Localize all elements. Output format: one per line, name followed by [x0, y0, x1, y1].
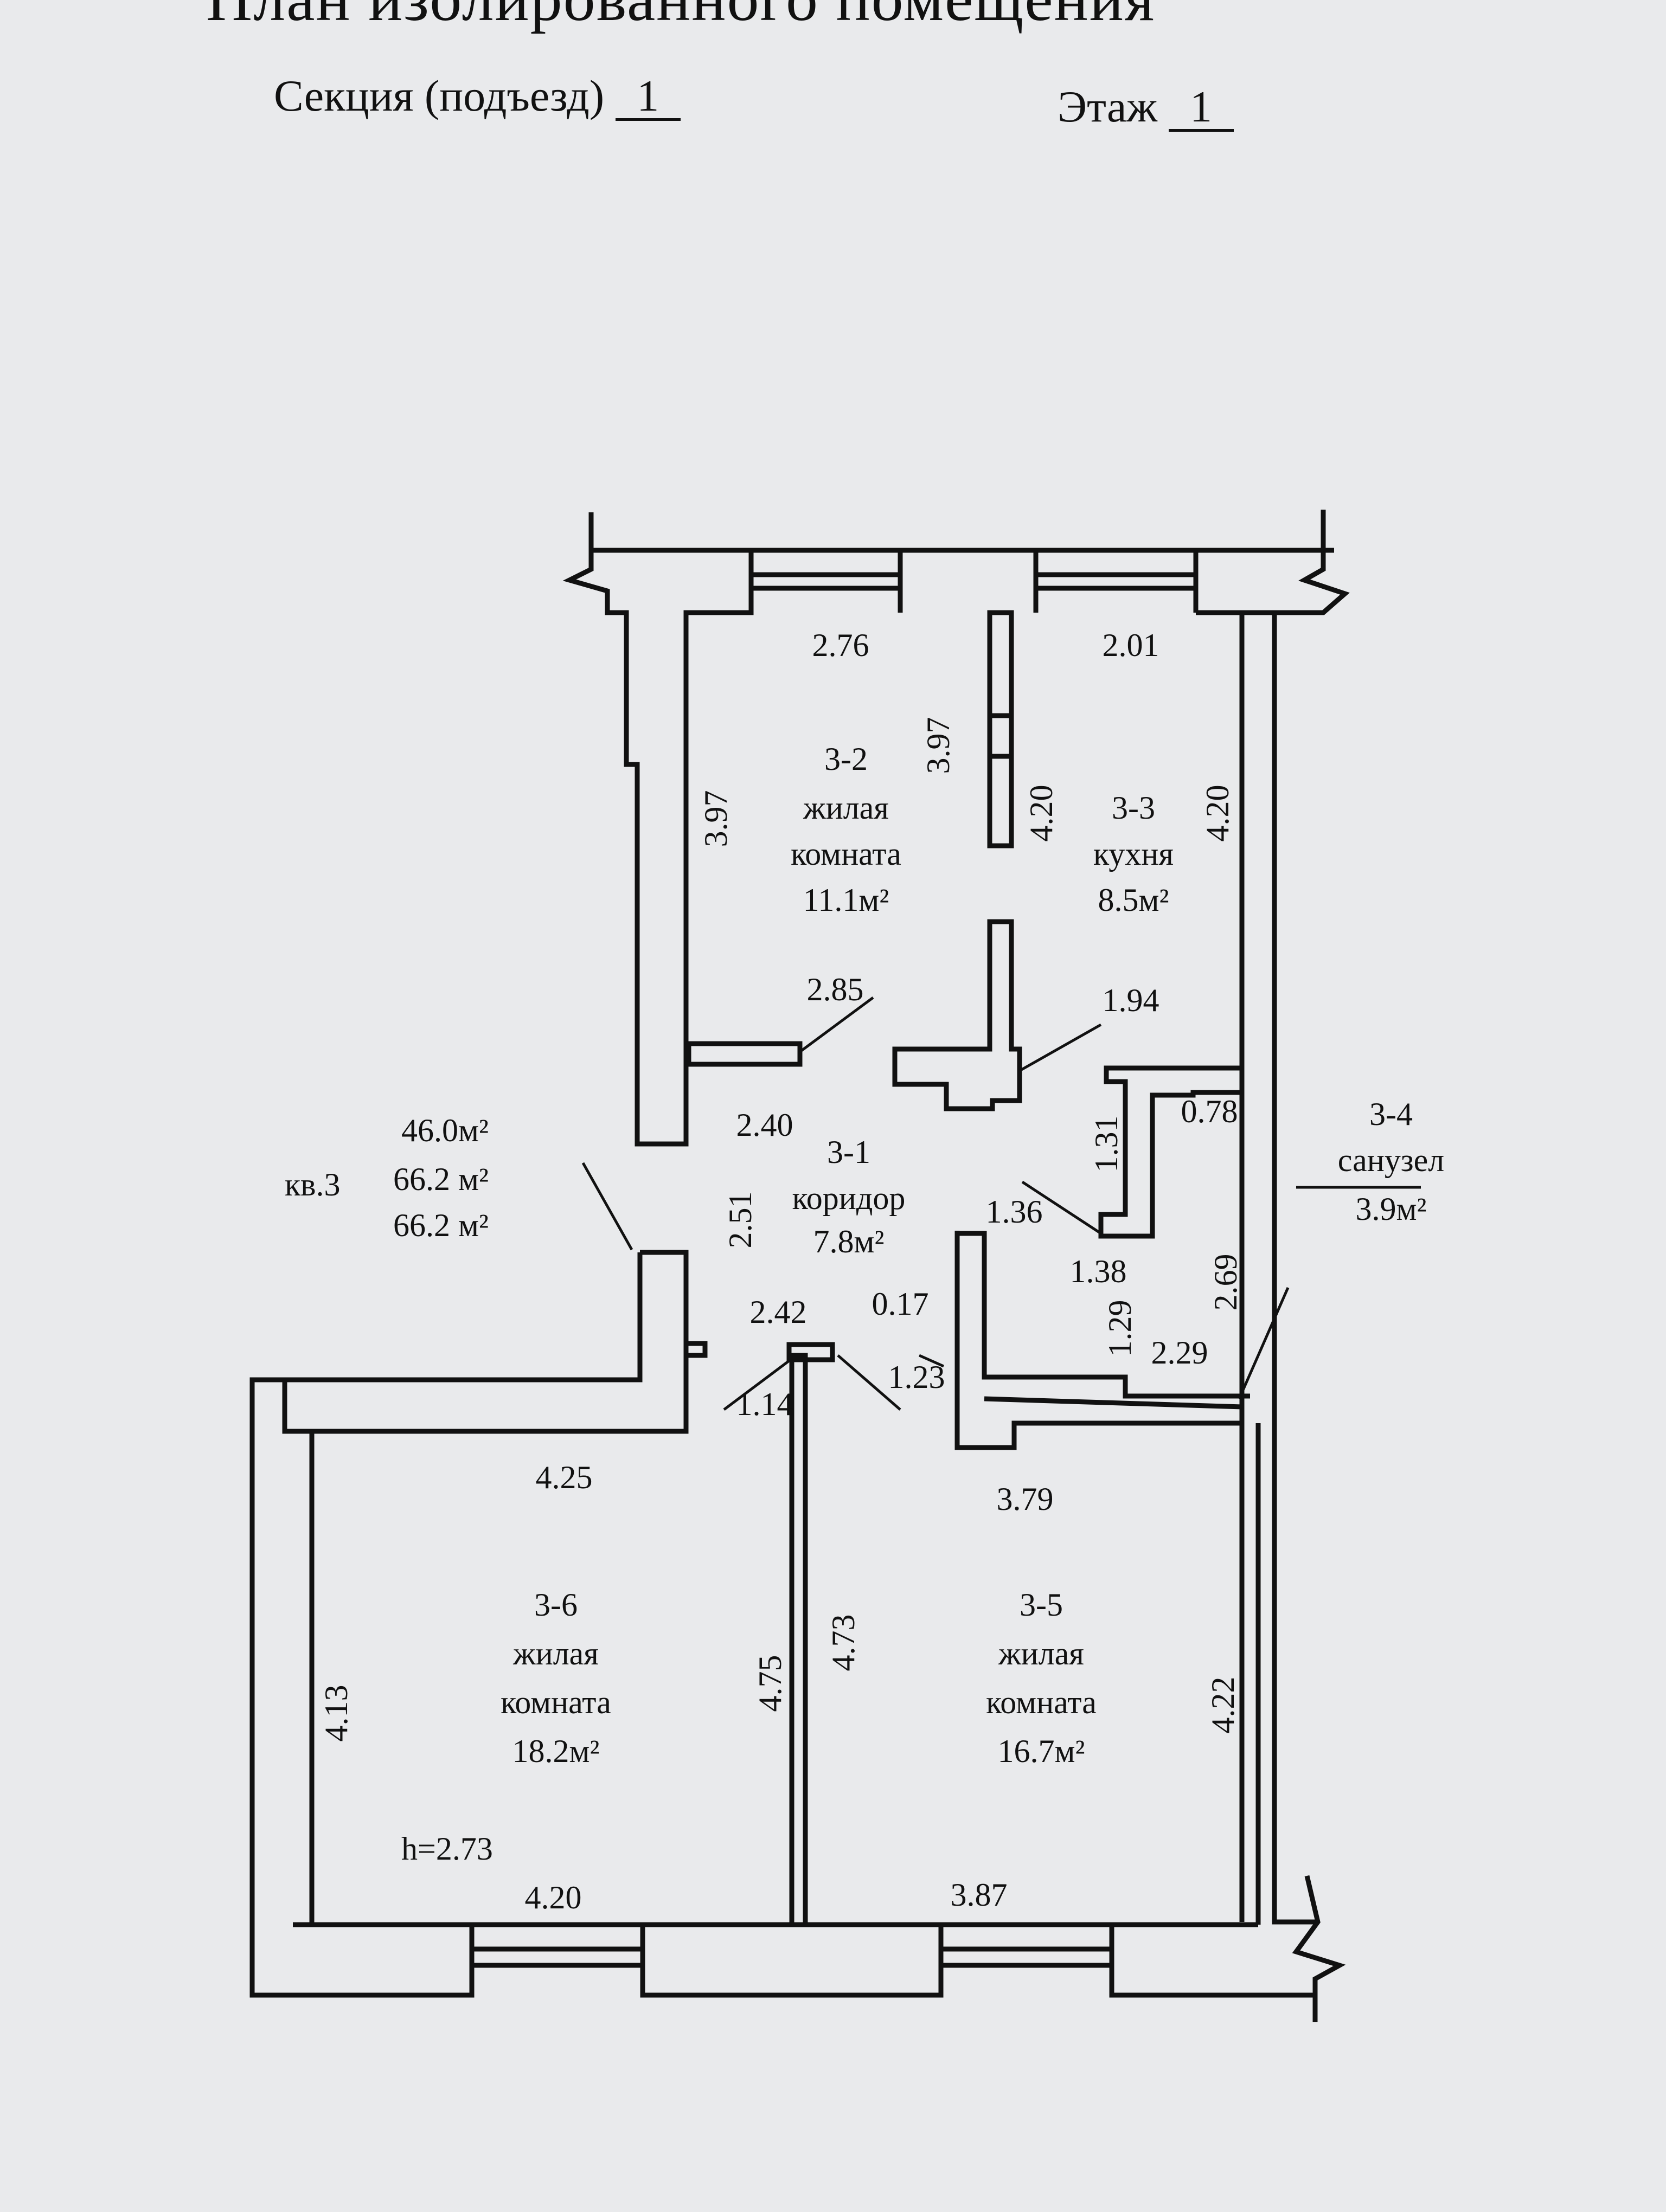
dim-4-25: 4.25	[536, 1459, 593, 1495]
room36-outer-wall	[312, 1250, 689, 1434]
room-3-5-name2: комната	[986, 1684, 1097, 1720]
room-3-1-name: коридор	[792, 1180, 906, 1216]
room-3-5-area: 16.7м²	[998, 1733, 1085, 1769]
plan-title: План изолированного помещения	[206, 0, 1453, 36]
room-labels: 3-2 жилая комната 11.1м² 3-3 кухня 8.5м²…	[501, 741, 1444, 1769]
corridor-right-wall	[954, 1231, 1250, 1450]
dim-0-78: 0.78	[1181, 1094, 1238, 1129]
section-value: 1	[615, 74, 681, 121]
dim-1-14: 1.14	[736, 1386, 793, 1422]
top-left-break-wall	[562, 512, 689, 1147]
room-3-6-name2: комната	[501, 1684, 611, 1720]
west-exterior-wall	[249, 1377, 475, 1998]
dim-3-79: 3.79	[997, 1481, 1054, 1517]
room-3-6-id: 3-6	[534, 1587, 578, 1623]
corridor-right-wall-2	[954, 1231, 1242, 1450]
apartment-summary: кв.3 46.0м² 66.2 м² 66.2 м² h=2.73	[285, 1113, 493, 1867]
room-3-6-name1: жилая	[512, 1636, 599, 1671]
dim-0-17: 0.17	[872, 1286, 929, 1322]
dim-4-20-bottom: 4.20	[525, 1880, 582, 1915]
dim-2-69: 2.69	[1208, 1254, 1244, 1311]
bathroom-wall	[1098, 1065, 1242, 1239]
room-3-5-name1: жилая	[998, 1636, 1084, 1671]
section-field: Секция (подъезд) 1	[274, 70, 681, 121]
room-3-2-name2: комната	[791, 836, 901, 872]
dim-3-97-left: 3.97	[698, 790, 734, 847]
room-3-3-id: 3-3	[1112, 790, 1155, 826]
wall-living-bottom	[686, 1041, 803, 1067]
dim-2-40: 2.40	[736, 1107, 793, 1143]
room-3-5-id: 3-5	[1020, 1587, 1063, 1623]
dim-3-97-mid: 3.97	[920, 717, 956, 774]
dim-4-13: 4.13	[318, 1685, 354, 1742]
room-3-3-area: 8.5м²	[1098, 882, 1169, 918]
dim-1-94: 1.94	[1103, 982, 1159, 1018]
room-3-4-name: санузел	[1338, 1142, 1444, 1178]
dim-1-36: 1.36	[986, 1194, 1043, 1230]
room-3-4-id: 3-4	[1369, 1096, 1413, 1132]
vertical-dimension-labels: 3.97 3.97 4.20 4.20 2.51 1.31 1.29 2.69 …	[318, 717, 1244, 1742]
window-bottom-left	[472, 1946, 643, 1968]
door-leaders	[581, 996, 1421, 1411]
dim-1-31: 1.31	[1088, 1116, 1124, 1173]
section-label: Секция (подъезд)	[274, 71, 605, 120]
dim-1-23: 1.23	[888, 1359, 945, 1395]
window-bottom-right	[941, 1946, 1112, 1968]
partition-bedrooms	[789, 1353, 808, 1927]
apartment-number: кв.3	[285, 1167, 340, 1203]
partition-kitchen-lower	[892, 919, 1022, 1111]
room-3-6-area: 18.2м²	[512, 1733, 600, 1769]
dim-2-42: 2.42	[750, 1294, 807, 1330]
dim-4-22: 4.22	[1205, 1677, 1241, 1734]
room-3-3-name: кухня	[1093, 836, 1174, 872]
room-3-4-area: 3.9м²	[1356, 1191, 1427, 1227]
area-living: 46.0м²	[401, 1113, 489, 1148]
partition-living-kitchen	[987, 610, 1014, 848]
window-top-left	[751, 572, 900, 591]
walls	[249, 510, 1350, 2022]
floor-value: 1	[1168, 85, 1234, 132]
dim-1-29: 1.29	[1102, 1300, 1138, 1357]
floor-field: Этаж 1	[1058, 81, 1234, 132]
top-exterior-wall-inner	[689, 548, 1274, 615]
area-total-2: 66.2 м²	[393, 1207, 489, 1243]
right-exterior-wall	[1239, 613, 1318, 1925]
dim-2-01: 2.01	[1103, 627, 1159, 663]
ceiling-height: h=2.73	[401, 1831, 493, 1867]
window-top-kitchen	[1036, 572, 1196, 591]
area-total: 66.2 м²	[393, 1161, 489, 1197]
corridor-left-wall	[282, 1252, 643, 1927]
dimension-labels: 2.76 2.01 2.85 1.94 2.40 0.78 1.36 1.38 …	[525, 627, 1238, 1915]
dim-4-75: 4.75	[752, 1655, 788, 1712]
dim-3-87: 3.87	[951, 1877, 1008, 1913]
bottom-wall-right	[1109, 1925, 1315, 1998]
room-3-2-area: 11.1м²	[803, 882, 889, 918]
right-bottom-break	[1292, 1875, 1346, 2022]
bottom-wall-segment	[640, 1925, 944, 1998]
dim-4-20-mid: 4.20	[1023, 785, 1059, 842]
dim-4-20-right: 4.20	[1200, 785, 1235, 842]
dim-2-85: 2.85	[807, 972, 864, 1007]
dim-2-51: 2.51	[722, 1192, 758, 1249]
top-right-break-wall	[1274, 510, 1350, 615]
room-3-1-id: 3-1	[827, 1134, 870, 1170]
room-3-2-name1: жилая	[803, 790, 889, 826]
room-3-1-area: 7.8м²	[813, 1224, 885, 1259]
dim-2-76: 2.76	[812, 627, 869, 663]
dim-4-73: 4.73	[825, 1615, 861, 1671]
partition-bedrooms-cap	[786, 1342, 835, 1362]
room-3-2-id: 3-2	[824, 741, 868, 777]
corridor-stub	[683, 1341, 708, 1358]
dim-1-38: 1.38	[1070, 1253, 1127, 1289]
floor-label: Этаж	[1058, 82, 1158, 131]
dim-2-29: 2.29	[1151, 1335, 1208, 1371]
